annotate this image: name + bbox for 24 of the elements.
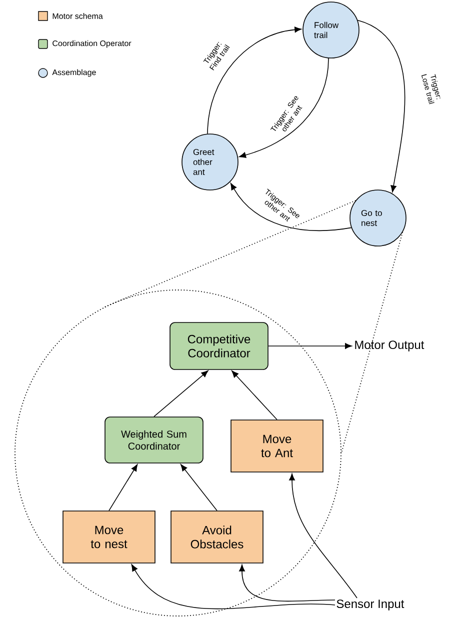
legend-label: Motor schema: [52, 13, 103, 19]
legend-label: Assemblage: [52, 69, 96, 77]
schema-box: Avoid Obstacles: [170, 510, 264, 564]
zoom-line: [341, 232, 404, 454]
arrow: [232, 370, 278, 420]
arrow: [230, 183, 352, 231]
zoom-line: [103, 200, 356, 308]
arrow: [131, 564, 336, 610]
arrow: [108, 464, 138, 511]
coordinator-box: Competitive Coordinator: [170, 322, 268, 370]
arrow: [180, 464, 218, 511]
arrow: [239, 58, 329, 158]
arrow: [239, 564, 336, 602]
arrow: [357, 20, 406, 192]
arrow: [207, 26, 302, 134]
arrow: [268, 343, 352, 349]
coordinator-box: Weighted Sum Coordinator: [104, 416, 204, 464]
arrow: [154, 370, 208, 417]
schema-box: Move to Ant: [230, 420, 324, 472]
arrow: [289, 474, 358, 598]
schema-box: Move to nest: [62, 510, 156, 564]
input-label: Sensor Input: [336, 600, 404, 610]
output-label: Motor Output: [355, 340, 424, 352]
legend-label: Coordination Operator: [52, 40, 132, 48]
